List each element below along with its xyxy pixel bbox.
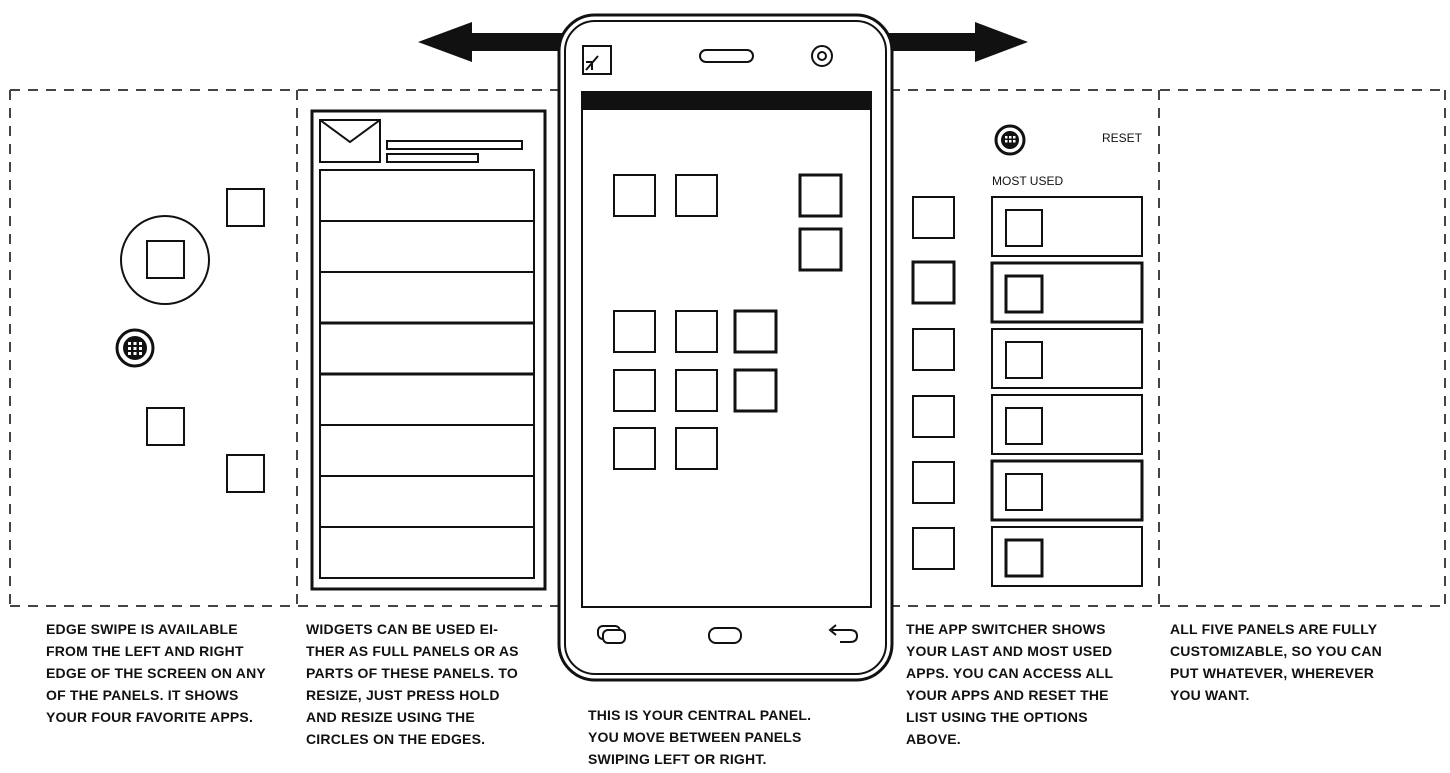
caption-line: LIST USING THE OPTIONS bbox=[906, 709, 1088, 725]
most-used-app-1 bbox=[1005, 209, 1043, 247]
app-icon-1[interactable] bbox=[613, 174, 656, 217]
camera-icon bbox=[811, 45, 833, 67]
arrow-right-head bbox=[975, 22, 1028, 62]
widget-frame bbox=[310, 109, 547, 591]
recent-app-6[interactable] bbox=[912, 527, 955, 570]
most-used-app-4 bbox=[1005, 407, 1043, 445]
app-drawer-grid-icon[interactable] bbox=[994, 124, 1026, 156]
app-icon-8[interactable] bbox=[613, 369, 656, 412]
most-used-row-5[interactable] bbox=[990, 459, 1144, 522]
resize-arrow-icon bbox=[582, 45, 612, 75]
reset-button[interactable]: RESET bbox=[1102, 131, 1143, 145]
widget-list-rows bbox=[320, 220, 534, 528]
app-icon-4[interactable] bbox=[798, 227, 843, 272]
caption-line: THIS IS YOUR CENTRAL PANEL. bbox=[588, 707, 812, 723]
most-used-row-2[interactable] bbox=[990, 261, 1144, 324]
caption-line: YOUR APPS AND RESET THE bbox=[906, 687, 1109, 703]
most-used-row-4[interactable] bbox=[991, 394, 1143, 455]
app-icon-2[interactable] bbox=[675, 174, 718, 217]
most-used-row-3[interactable] bbox=[991, 328, 1143, 389]
recent-app-2[interactable] bbox=[911, 260, 956, 305]
mail-envelope-icon bbox=[319, 119, 381, 163]
caption-line: EDGE SWIPE IS AVAILABLE bbox=[46, 621, 238, 637]
recent-app-1[interactable] bbox=[912, 196, 955, 239]
arrow-left-shaft bbox=[470, 33, 565, 51]
speaker-icon bbox=[699, 49, 754, 63]
caption-line: RESIZE, JUST PRESS HOLD bbox=[306, 687, 500, 703]
caption-widgets: WIDGETS CAN BE USED EI- THER AS FULL PAN… bbox=[306, 618, 519, 750]
most-used-row-6[interactable] bbox=[991, 526, 1143, 587]
caption-line: YOUR FOUR FAVORITE APPS. bbox=[46, 709, 254, 725]
favorite-app-4[interactable] bbox=[226, 454, 265, 493]
edge-swipe-panel bbox=[120, 188, 265, 493]
caption-line: ALL FIVE PANELS ARE FULLY bbox=[1170, 621, 1378, 637]
app-drawer-grid-icon[interactable] bbox=[115, 328, 155, 368]
widget-header-line-2 bbox=[386, 153, 479, 163]
phone-screen bbox=[581, 91, 872, 608]
widget-panel bbox=[310, 109, 547, 591]
caption-edge-swipe: EDGE SWIPE IS AVAILABLE FROM THE LEFT AN… bbox=[46, 618, 266, 728]
app-icon-12[interactable] bbox=[675, 427, 718, 470]
caption-line: WIDGETS CAN BE USED EI- bbox=[306, 621, 499, 637]
caption-line: YOUR LAST AND MOST USED bbox=[906, 643, 1113, 659]
caption-line: THER AS FULL PANELS OR AS bbox=[306, 643, 519, 659]
caption-line: EDGE OF THE SCREEN ON ANY bbox=[46, 665, 266, 681]
app-icon-6[interactable] bbox=[675, 310, 718, 353]
caption-line: AND RESIZE USING THE bbox=[306, 709, 475, 725]
caption-line: YOU MOVE BETWEEN PANELS bbox=[588, 729, 802, 745]
phone-device bbox=[557, 13, 894, 682]
caption-app-switcher: THE APP SWITCHER SHOWS YOUR LAST AND MOS… bbox=[906, 618, 1113, 750]
caption-line: FROM THE LEFT AND RIGHT bbox=[46, 643, 244, 659]
caption-line: ABOVE. bbox=[906, 731, 961, 747]
app-icon-7[interactable] bbox=[733, 309, 778, 354]
arrow-right-shaft bbox=[888, 33, 978, 51]
caption-line: PARTS OF THESE PANELS. TO bbox=[306, 665, 518, 681]
most-used-list bbox=[990, 196, 1144, 587]
swipe-arrows bbox=[418, 22, 1028, 62]
widget-header-line-1 bbox=[386, 140, 523, 150]
caption-line: SWIPING LEFT OR RIGHT. bbox=[588, 751, 767, 767]
caption-line: THE APP SWITCHER SHOWS bbox=[906, 621, 1106, 637]
app-icon-11[interactable] bbox=[613, 427, 656, 470]
phone-status-bar bbox=[582, 92, 871, 110]
favorite-app-3[interactable] bbox=[146, 407, 185, 446]
recent-app-4[interactable] bbox=[912, 395, 955, 438]
caption-line: CIRCLES ON THE EDGES. bbox=[306, 731, 486, 747]
recent-app-3[interactable] bbox=[912, 328, 955, 371]
app-icon-5[interactable] bbox=[613, 310, 656, 353]
phone-inner-shell bbox=[564, 20, 887, 675]
app-icon-10[interactable] bbox=[733, 368, 778, 413]
caption-line: YOU WANT. bbox=[1170, 687, 1250, 703]
panel-frames bbox=[9, 89, 1446, 607]
arrow-left-head bbox=[418, 22, 472, 62]
most-used-app-6 bbox=[1004, 538, 1044, 578]
most-used-app-5 bbox=[1005, 473, 1043, 511]
most-used-row-1[interactable] bbox=[991, 196, 1143, 257]
caption-line: APPS. YOU CAN ACCESS ALL bbox=[906, 665, 1114, 681]
caption-line: PUT WHATEVER, WHEREVER bbox=[1170, 665, 1375, 681]
back-arrow-icon[interactable] bbox=[828, 624, 859, 643]
favorite-app-1[interactable] bbox=[226, 188, 265, 227]
app-icon-3[interactable] bbox=[798, 173, 843, 218]
favorite-app-2[interactable] bbox=[146, 240, 185, 279]
recent-apps-column bbox=[911, 196, 956, 570]
app-icon-9[interactable] bbox=[675, 369, 718, 412]
recents-icon[interactable] bbox=[597, 625, 626, 644]
caption-central: THIS IS YOUR CENTRAL PANEL. YOU MOVE BET… bbox=[588, 704, 811, 770]
most-used-app-3 bbox=[1005, 341, 1043, 379]
most-used-app-2 bbox=[1004, 274, 1044, 314]
caption-customizable: ALL FIVE PANELS ARE FULLY CUSTOMIZABLE, … bbox=[1170, 618, 1382, 706]
recent-app-5[interactable] bbox=[912, 461, 955, 504]
caption-line: OF THE PANELS. IT SHOWS bbox=[46, 687, 239, 703]
caption-line: CUSTOMIZABLE, SO YOU CAN bbox=[1170, 643, 1382, 659]
home-icon[interactable] bbox=[708, 627, 742, 644]
most-used-label: MOST USED bbox=[992, 174, 1064, 188]
